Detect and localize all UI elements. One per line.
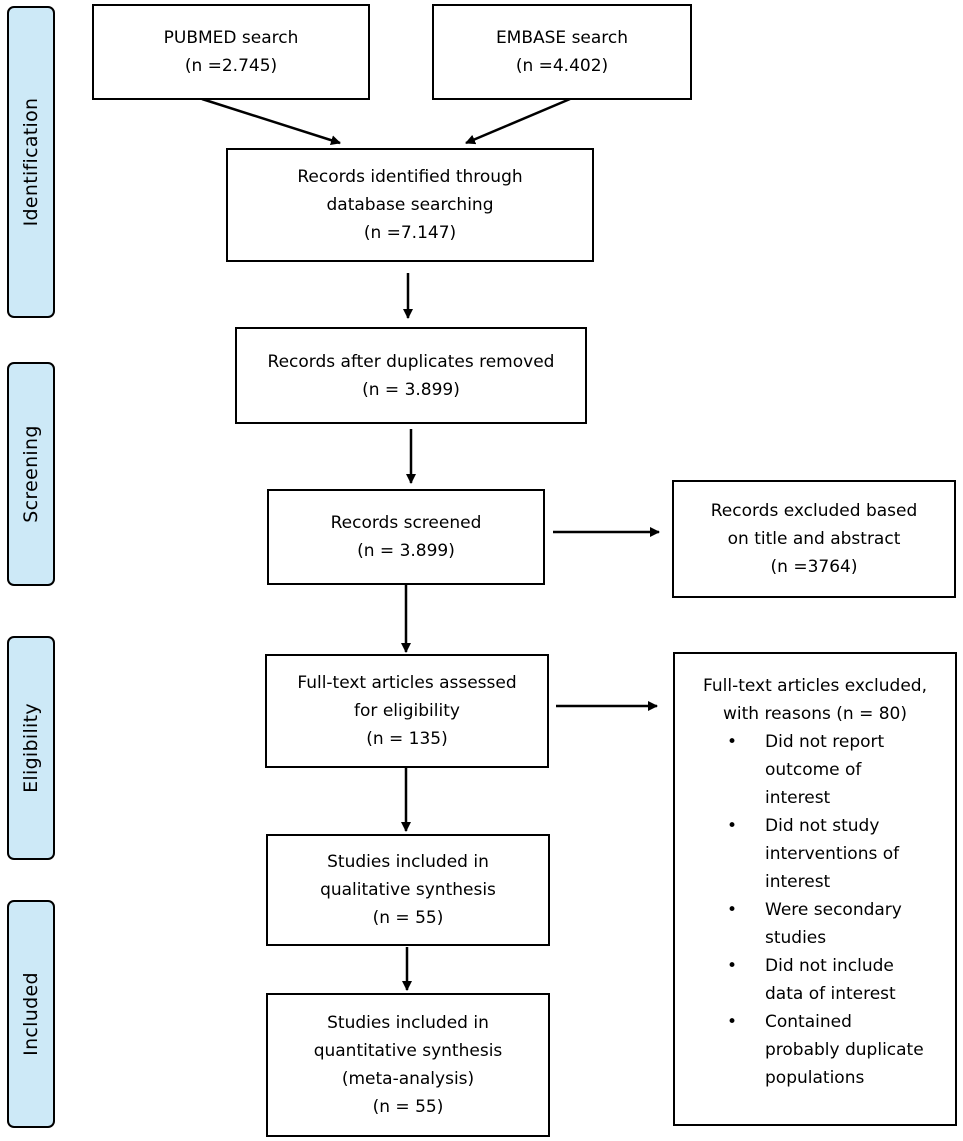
exclusion-reason-line: Did not study [765,816,880,836]
records-excluded-line2: on title and abstract [727,529,901,549]
records-identified-count: (n =7.147) [363,223,457,243]
exclusion-reason-line: probably duplicate [765,1040,924,1060]
qualitative-synthesis-line2: qualitative synthesis [320,880,496,900]
quantitative-synthesis-box: Studies included in quantitative synthes… [266,993,550,1137]
stage-identification: Identification [7,6,55,318]
exclusion-reason-text: Did not report outcome of interest [765,728,945,812]
exclusion-reason-item: • Contained probably duplicate populations [675,1008,955,1092]
bullet-icon: • [727,816,738,836]
fulltext-assessed-line2: for eligibility [354,701,460,721]
qualitative-synthesis-box: Studies included in qualitative synthesi… [266,834,550,946]
exclusion-reasons-list: • Did not report outcome of interest • Did no… [675,728,955,1092]
exclusion-reason-item: • Did not report outcome of interest [675,728,955,812]
exclusion-reason-line: populations [765,1068,865,1088]
quantitative-synthesis-line2: quantitative synthesis [313,1041,503,1061]
bullet-icon: • [727,956,738,976]
exclusion-reason-text: Did not study interventions of interest [765,812,945,896]
quantitative-synthesis-line1: Studies included in [327,1013,489,1033]
embase-search-label: EMBASE search [495,28,629,48]
embase-search-count: (n =4.402) [515,56,609,76]
exclusion-reason-line: interest [765,872,831,892]
fulltext-excluded-box: Full-text articles excluded, with reason… [673,652,957,1126]
exclusion-reason-line: Contained [765,1012,852,1032]
duplicates-removed-label: Records after duplicates removed [267,351,555,372]
exclusion-reason-line: Did not report [765,732,885,752]
fulltext-assessed-line1: Full-text articles assessed [297,673,517,693]
exclusion-reason-item: • Did not include data of interest [675,952,955,1008]
quantitative-synthesis-line3: (meta-analysis) [341,1069,475,1089]
exclusion-reason-line: data of interest [765,984,896,1004]
bullet-icon: • [727,732,738,752]
duplicates-removed-box: Records after duplicates removed (n = 3.… [235,327,587,424]
stage-included: Included [7,900,55,1128]
exclusion-reason-line: interest [765,788,831,808]
pubmed-search-box: PUBMED search (n =2.745) [92,4,370,100]
fulltext-assessed-box: Full-text articles assessed for eligibil… [265,654,549,768]
exclusion-reason-text: Did not include data of interest [765,952,945,1008]
duplicates-removed-count: (n = 3.899) [362,379,460,400]
records-identified-line1: Records identified through [297,167,523,187]
exclusion-reason-line: interventions of [765,844,900,864]
exclusion-reason-line: Did not include [765,956,894,976]
exclusion-reason-text: Were secondary studies [765,896,945,952]
qualitative-synthesis-count: (n = 55) [372,908,444,928]
records-screened-label: Records screened [330,513,482,533]
exclusion-reason-text: Contained probably duplicate populations [765,1008,945,1092]
exclusion-reason-item: • Did not study interventions of interest [675,812,955,896]
fulltext-excluded-line2: with reasons (n = 80) [723,704,907,724]
fulltext-excluded-heading: Full-text articles excluded, with reason… [675,672,955,728]
stage-screening: Screening [7,362,55,586]
records-excluded-line1: Records excluded based [710,501,918,521]
records-screened-count: (n = 3.899) [357,541,455,561]
records-screened-box: Records screened (n = 3.899) [267,489,545,585]
arrow-pubmed-to-identified [201,97,341,146]
exclusion-reason-line: studies [765,928,827,948]
quantitative-synthesis-count: (n = 55) [372,1097,444,1117]
bullet-icon: • [727,900,738,920]
fulltext-excluded-line1: Full-text articles excluded, [703,676,927,696]
fulltext-assessed-count: (n = 135) [366,729,448,749]
embase-search-box: EMBASE search (n =4.402) [432,4,692,100]
exclusion-reason-line: outcome of [765,760,862,780]
exclusion-reason-line: Were secondary [765,900,902,920]
records-excluded-count: (n =3764) [770,557,858,577]
qualitative-synthesis-line1: Studies included in [327,852,489,872]
records-identified-line2: database searching [326,195,494,215]
exclusion-reason-item: • Were secondary studies [675,896,955,952]
bullet-icon: • [727,1012,738,1032]
pubmed-search-label: PUBMED search [163,28,299,48]
arrow-embase-to-identified [465,97,571,145]
records-excluded-box: Records excluded based on title and abst… [672,480,956,598]
stage-eligibility: Eligibility [7,636,55,860]
records-identified-box: Records identified through database sear… [226,148,594,262]
pubmed-search-count: (n =2.745) [184,56,278,76]
